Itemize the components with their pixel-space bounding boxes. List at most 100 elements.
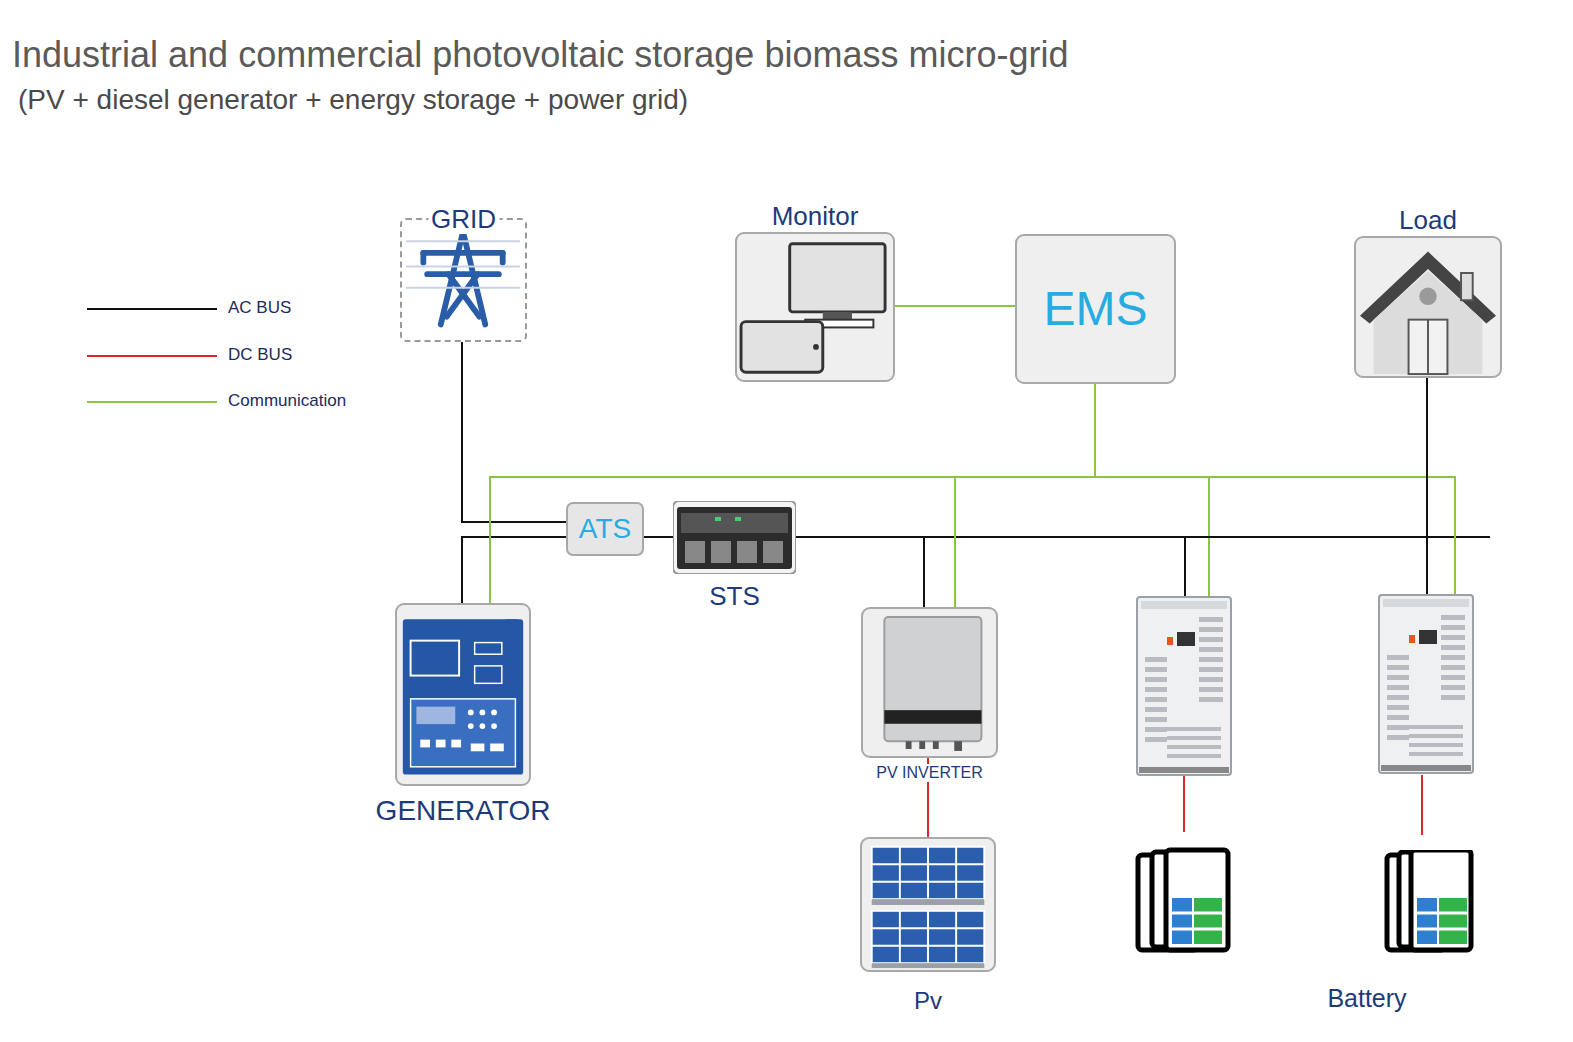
drawing-part [1409,320,1448,374]
diagram-title: Industrial and commercial photovoltaic s… [12,34,1068,76]
bus-connector [490,384,1095,603]
drawing-part [955,384,1095,607]
drawing-part [1426,537,1428,595]
drawing-part [872,911,985,963]
drawing-part [763,541,783,563]
drawing-part [895,305,1015,307]
drawing-part [406,287,520,289]
drawing-part [1409,635,1415,643]
drawing-part [1199,677,1223,682]
drawing-part [1183,775,1185,832]
drawing-part [1167,727,1221,731]
drawing-part [1441,625,1465,630]
monitor-icon [737,234,893,380]
drawing-part [1374,271,1483,374]
drawing-part [423,232,502,325]
drawing-part [491,723,497,729]
drawing-part [872,863,985,865]
drawing-part [1167,736,1221,740]
drawing-part [1145,677,1167,682]
legend-sample [87,308,217,310]
drawing-part [899,847,901,899]
drawing-part [1167,745,1221,749]
drawing-part [1167,754,1221,758]
drawing-part [673,501,796,574]
drawing-part [1441,615,1465,620]
sts-icon [673,501,796,574]
drawing-part [919,741,925,749]
node-label: Load [1396,206,1460,235]
bus-connector [955,384,1095,607]
drawing-part [1441,655,1465,660]
drawing-part [1387,725,1409,730]
battery-rack [1138,850,1228,950]
drawing-part [1199,637,1223,642]
drawing-part [406,265,520,267]
tower-icon [402,220,525,340]
legend-text: Communication [228,391,346,411]
drawing-part [1199,647,1223,652]
sts-device: STS [673,501,796,574]
drawing-part [1421,775,1423,835]
drawing-part [933,741,939,749]
drawing-part [1441,685,1465,690]
drawing-part [427,271,499,277]
drawing-part [1379,595,1473,773]
pv-panel-box: Pv [860,837,996,972]
drawing-part [420,740,430,748]
drawing-part [1194,898,1222,944]
drawing-part [1461,273,1473,300]
drawing-part [1145,657,1167,662]
drawing-part [1145,667,1167,672]
drawing-part [681,513,788,533]
node-label: ATS [579,514,631,545]
drawing-part [1145,687,1167,692]
drawing-part [1387,705,1409,710]
drawing-part [1417,898,1437,944]
drawing-part [1199,687,1223,692]
drawing-part [677,507,792,569]
drawing-part [1139,767,1229,773]
drawing-part [406,240,520,242]
drawing-part [906,741,962,751]
drawing-part [423,250,502,256]
drawing-part [1441,645,1465,650]
load-box: Load [1354,236,1502,378]
drawing-part [1441,695,1465,700]
pv-inverter-box: PV INVERTER [861,607,998,758]
drawing-part [490,384,1095,603]
monitor-box: Monitor [735,232,895,382]
drawing-part [1167,637,1173,645]
drawing-part [471,744,485,752]
drawing-part [490,744,504,752]
drawing-part [955,911,957,963]
drawing-part [927,847,929,899]
drawing-part [1417,912,1467,915]
drawing-part [872,927,985,929]
ats-box: ATS [566,502,644,556]
bus-connector [796,537,924,607]
drawing-part [1409,734,1463,738]
drawing-part [872,847,985,963]
drawing-part [711,541,731,563]
drawing-part [1145,737,1167,742]
grid-tower-box: GRID [400,218,527,342]
drawing-part [1409,743,1463,747]
drawing-part [790,244,885,312]
drawing-part [955,847,957,899]
legend-text: AC BUS [228,298,291,318]
drawing-part [1419,630,1437,644]
bus-connector [462,537,566,603]
drawing-part [1199,617,1223,622]
drawing-part [685,541,705,563]
drawing-part [685,541,783,563]
drawing-part [884,617,981,741]
drawing-part [1387,665,1409,670]
drawing-part [1409,752,1463,756]
drawing-part [1172,912,1222,915]
drawing-part [411,641,460,676]
node-label: PV INVERTER [873,764,985,782]
bat-icon [1383,850,1475,955]
drawing-part [1387,735,1409,740]
drawing-part [480,723,486,729]
